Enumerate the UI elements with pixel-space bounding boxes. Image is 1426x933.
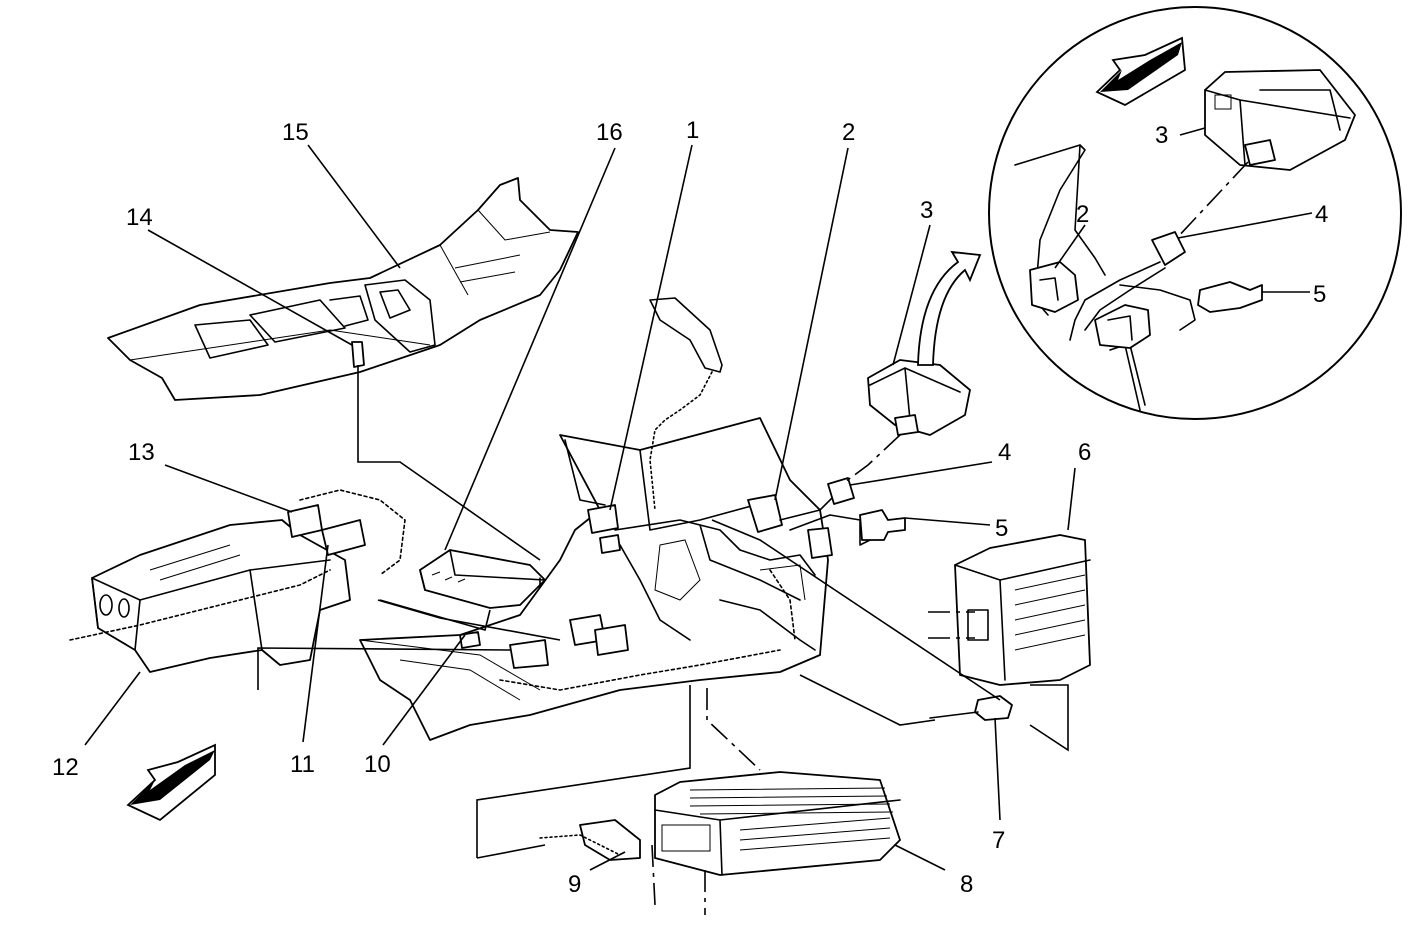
callout-1: 1 [686, 117, 699, 144]
callout-5: 5 [995, 515, 1008, 542]
forward-direction-arrow-icon [1095, 36, 1186, 107]
callout-3: 3 [920, 197, 933, 224]
bracket-6 [954, 534, 1091, 686]
detail-callout-5: 5 [1313, 281, 1326, 308]
callout-12: 12 [52, 754, 79, 781]
callout-8: 8 [960, 871, 973, 898]
detail-view-circle [988, 6, 1402, 420]
sensor-5 [859, 509, 906, 541]
harness-connector-9 [539, 819, 641, 861]
callout-13: 13 [128, 439, 155, 466]
callout-labels: 1 2 3 4 5 6 7 8 9 10 11 12 13 14 15 16 2… [52, 117, 1328, 898]
callout-7: 7 [992, 827, 1005, 854]
callout-2: 2 [842, 119, 855, 146]
curved-arrow-icon [917, 250, 982, 366]
detail-callout-2: 2 [1076, 201, 1089, 228]
callout-11: 11 [290, 751, 315, 778]
console-connectors [587, 491, 871, 559]
switch-assembly [867, 359, 971, 436]
callout-15: 15 [282, 119, 309, 146]
forward-direction-arrow-icon [126, 743, 216, 822]
callout-14: 14 [126, 204, 153, 231]
detail-callout-3: 3 [1155, 122, 1168, 149]
storage-bin-assembly [69, 489, 406, 673]
callout-10: 10 [364, 751, 391, 778]
amplifier-8 [654, 771, 901, 876]
retainer-clip [351, 341, 365, 368]
callout-leaders [84, 144, 1076, 871]
console-trim-panel [107, 177, 579, 401]
detail-callout-4: 4 [1315, 201, 1328, 228]
callout-9: 9 [568, 871, 581, 898]
console-frame [359, 417, 829, 741]
routing-lines [257, 365, 1069, 915]
callout-16: 16 [596, 119, 623, 146]
connector-7 [929, 695, 1013, 721]
connector-4 [827, 477, 855, 505]
shifter-cable [649, 297, 723, 511]
callout-6: 6 [1078, 439, 1091, 466]
callout-4: 4 [998, 439, 1011, 466]
